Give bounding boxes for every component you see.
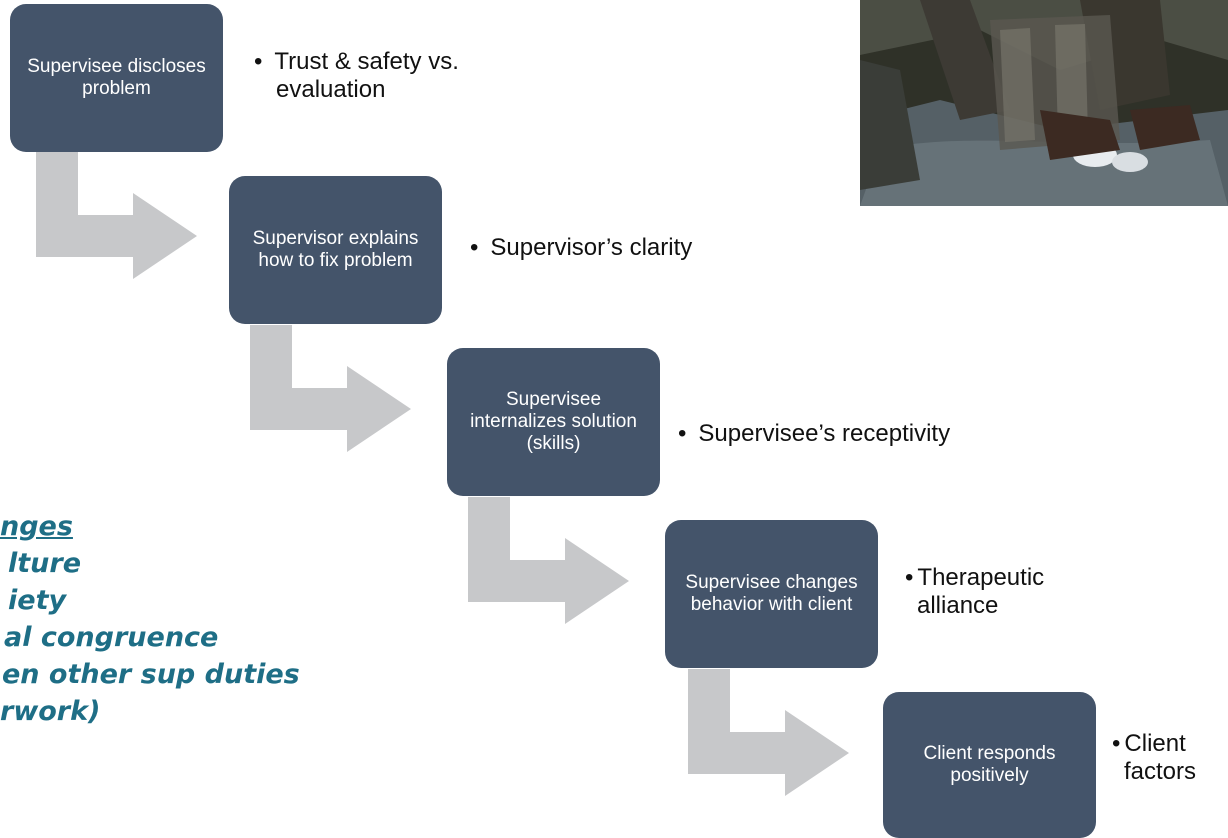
step-supervisor-explains: Supervisor explains how to fix problem bbox=[229, 176, 442, 324]
step-label: Supervisee changes behavior with client bbox=[685, 572, 858, 615]
note-supervisee-receptivity: • Supervisee’s receptivity bbox=[678, 420, 950, 448]
challenge-item: iety bbox=[8, 585, 67, 616]
note-therapeutic-alliance: •Therapeutic alliance bbox=[905, 564, 1044, 620]
note-supervisor-clarity: • Supervisor’s clarity bbox=[470, 234, 692, 262]
challenge-item: rwork) bbox=[0, 696, 101, 727]
note-line: Client bbox=[1124, 730, 1186, 757]
bullet: • bbox=[905, 564, 914, 591]
bullet: • bbox=[470, 234, 479, 261]
elbow-arrow-4 bbox=[688, 669, 849, 796]
challenge-item: al congruence bbox=[4, 622, 219, 653]
note-line: factors bbox=[1124, 758, 1197, 785]
step-label: Client responds positively bbox=[923, 743, 1056, 786]
note-line: Therapeutic bbox=[917, 564, 1045, 591]
bullet: • bbox=[254, 48, 263, 75]
step-supervisee-discloses: Supervisee discloses problem bbox=[10, 4, 223, 152]
photo-illustration bbox=[860, 0, 1228, 206]
step-supervisee-changes: Supervisee changes behavior with client bbox=[665, 520, 878, 668]
note-line: evaluation bbox=[276, 76, 386, 103]
car-polishing-photo bbox=[860, 0, 1228, 206]
challenges-list: nges lture iety al congruence en other s… bbox=[0, 508, 360, 788]
challenge-item: lture bbox=[8, 548, 82, 579]
step-supervisee-internalizes: Supervisee internalizes solution (skills… bbox=[447, 348, 660, 496]
step-label: Supervisee internalizes solution (skills… bbox=[470, 389, 637, 454]
bullet: • bbox=[678, 420, 687, 447]
elbow-arrow-3 bbox=[468, 497, 629, 624]
note-line: alliance bbox=[917, 592, 999, 619]
step-label: Supervisee discloses problem bbox=[27, 56, 206, 99]
challenge-heading: nges bbox=[0, 511, 73, 542]
note-line: Supervisor’s clarity bbox=[490, 234, 693, 261]
challenge-item: en other sup duties bbox=[2, 659, 300, 690]
elbow-arrow-1 bbox=[36, 152, 197, 279]
bullet: • bbox=[1112, 730, 1121, 757]
elbow-arrow-2 bbox=[250, 325, 411, 452]
note-client-factors: •Client factors bbox=[1112, 730, 1196, 786]
note-line: Trust & safety vs. bbox=[274, 48, 459, 75]
step-client-responds: Client responds positively bbox=[883, 692, 1096, 838]
step-label: Supervisor explains how to fix problem bbox=[252, 228, 419, 271]
note-trust-safety: • Trust & safety vs. evaluation bbox=[254, 48, 459, 104]
note-line: Supervisee’s receptivity bbox=[698, 420, 951, 447]
